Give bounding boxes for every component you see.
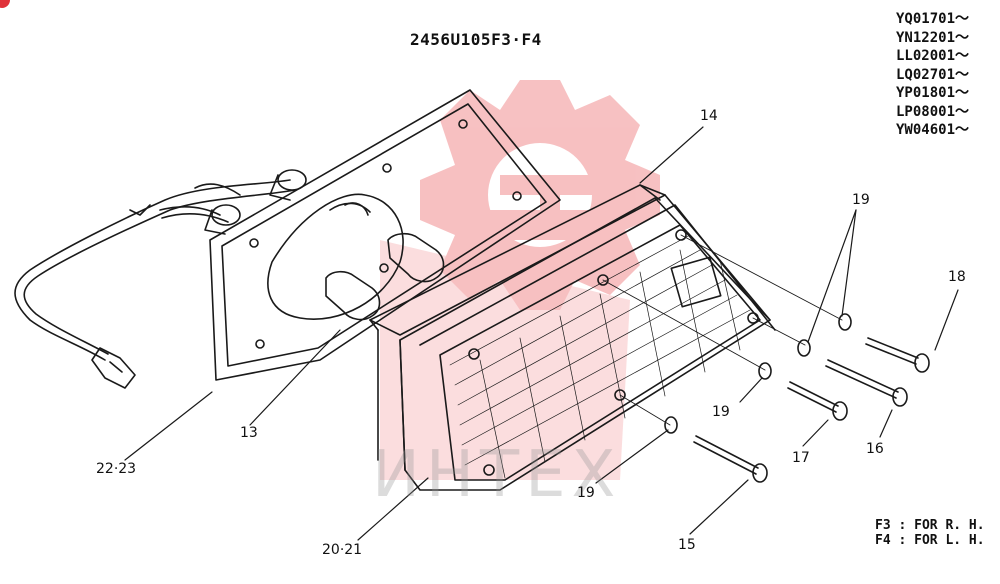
diagram-title: 2456U105F3·F4 xyxy=(410,30,542,49)
legend-f3: F3 : FOR R. H. xyxy=(875,518,985,533)
part-label-19-bottom: 19 xyxy=(577,485,595,501)
serial-number-list: YQ01701～ YN12201～ LL02001～ LQ02701～ YP01… xyxy=(896,10,969,140)
bulbs xyxy=(325,202,445,321)
part-label-14: 14 xyxy=(700,108,718,124)
part-label-19-top: 19 xyxy=(852,192,870,208)
part-label-22-23: 22·23 xyxy=(96,461,137,477)
serial-number: YP01801～ xyxy=(896,85,970,101)
corner-badge xyxy=(0,0,10,8)
screws xyxy=(693,337,930,483)
legend-f4: F4 : FOR L. H. xyxy=(875,533,985,548)
washers xyxy=(664,313,852,434)
part-label-15: 15 xyxy=(678,537,696,553)
watermark-gear-logo xyxy=(380,80,660,480)
part-label-17: 17 xyxy=(792,450,810,466)
bulb-sockets xyxy=(204,169,307,235)
serial-number: LL02001～ xyxy=(896,48,970,64)
legend: F3 : FOR R. H. F4 : FOR L. H. xyxy=(875,518,985,548)
part-label-13: 13 xyxy=(240,425,258,441)
wire-harness xyxy=(14,179,296,389)
watermark-text: ИНТЕХ xyxy=(372,438,622,512)
part-label-19-mid: 19 xyxy=(712,404,730,420)
lens-housing xyxy=(369,184,776,491)
housing-plate xyxy=(209,89,561,381)
alignment-lines xyxy=(602,234,843,426)
part-label-16: 16 xyxy=(866,441,884,457)
serial-number: LQ02701～ xyxy=(896,66,970,83)
serial-number: YW04601～ xyxy=(896,122,970,138)
lens-grid xyxy=(449,234,751,479)
serial-number: YQ01701～ xyxy=(896,11,970,27)
serial-number: LP08001～ xyxy=(896,103,970,120)
part-label-18: 18 xyxy=(948,269,966,285)
serial-number: YN12201～ xyxy=(896,29,970,46)
lens-screw-holes xyxy=(468,229,759,476)
part-label-20-21: 20·21 xyxy=(322,542,363,558)
leader-lines xyxy=(124,126,959,541)
